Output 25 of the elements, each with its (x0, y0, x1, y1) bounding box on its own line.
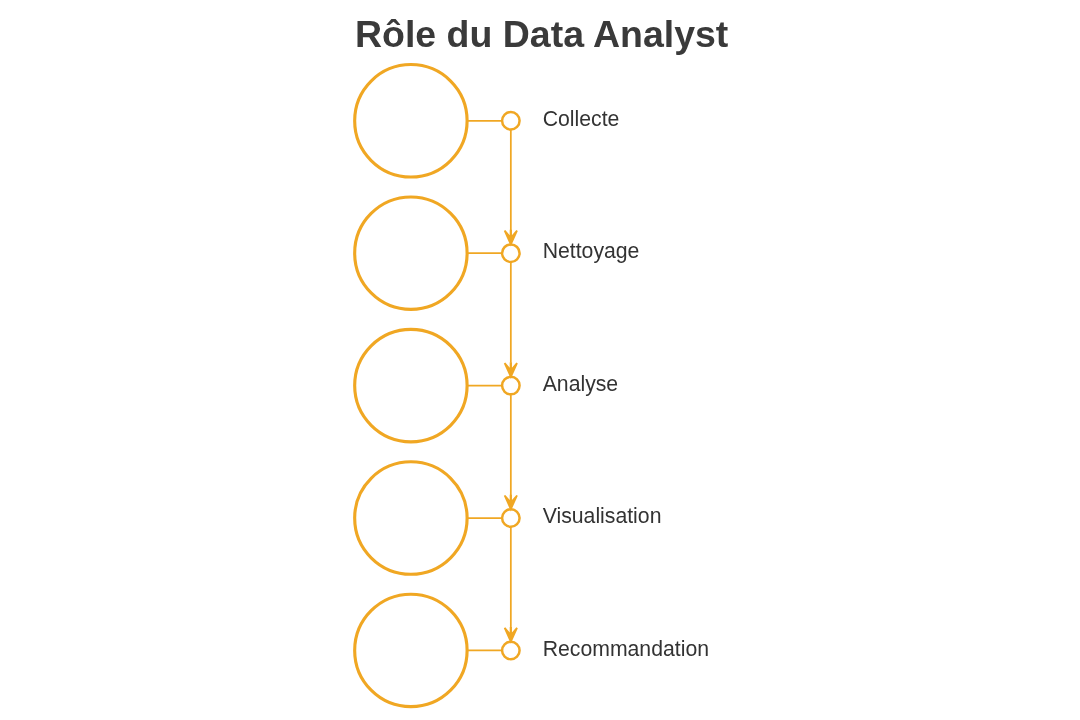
node-label: Visualisation (542, 504, 661, 528)
arrow (503, 128, 518, 246)
node-circle (500, 243, 521, 264)
arrow (503, 526, 518, 643)
node-picture (352, 63, 469, 179)
connector (465, 252, 503, 255)
node-circle (500, 110, 521, 131)
node-picture (352, 592, 469, 709)
connector (465, 119, 503, 122)
node-label: Collecte (542, 106, 619, 130)
node-picture (352, 327, 469, 444)
node-circle (500, 640, 521, 661)
connector (465, 649, 503, 652)
node-picture (352, 460, 469, 576)
node-label: Analyse (542, 371, 618, 395)
connector (465, 384, 503, 387)
diagram-title: Rôle du Data Analyst (354, 13, 728, 56)
node-label: Recommandation (542, 636, 709, 660)
node-picture (352, 195, 469, 311)
arrow (503, 261, 518, 378)
node-circle (500, 375, 521, 396)
connector (465, 517, 503, 519)
arrow (503, 393, 518, 511)
node-label: Nettoyage (542, 239, 639, 263)
node-circle (500, 508, 521, 528)
